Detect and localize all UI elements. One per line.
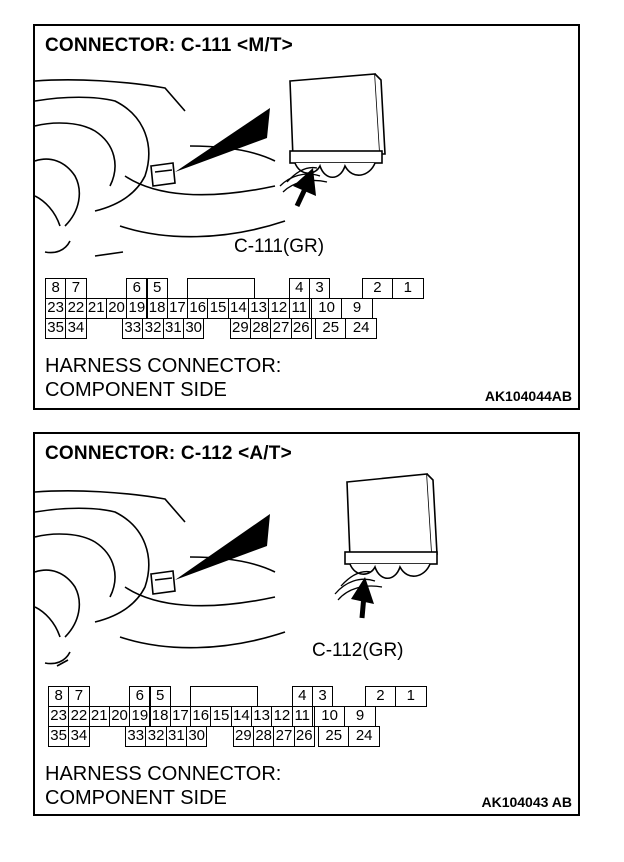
pin-19: 19: [126, 298, 148, 319]
pin-4: 4: [288, 278, 310, 299]
connector-panel-c111: CONNECTOR: C-111 <M/T>: [33, 24, 580, 410]
pin-8: 8: [45, 278, 67, 299]
pin-15: 15: [210, 706, 232, 727]
pin-26: 26: [290, 318, 312, 339]
pin-31: 31: [162, 318, 185, 339]
dashboard-illustration: [35, 473, 438, 667]
footer-line-2: COMPONENT SIDE: [45, 379, 227, 401]
pin-14: 14: [230, 706, 252, 727]
pin-27: 27: [273, 726, 295, 747]
pin-17: 17: [166, 298, 189, 319]
pin-9: 9: [344, 706, 376, 727]
pin-27: 27: [270, 318, 292, 339]
pin-30: 30: [183, 318, 205, 339]
connector-panel-c112: CONNECTOR: C-112 <A/T>: [33, 432, 580, 816]
pin-15: 15: [207, 298, 229, 319]
pin-16: 16: [190, 706, 212, 727]
footer-line-2: COMPONENT SIDE: [45, 787, 227, 809]
pin-33: 33: [125, 726, 147, 747]
pin-11: 11: [291, 706, 313, 727]
pin-6: 6: [129, 686, 151, 707]
pin-16: 16: [187, 298, 209, 319]
footer-line-1: HARNESS CONNECTOR:: [45, 763, 282, 785]
harness-footer: HARNESS CONNECTOR: COMPONENT SIDE: [45, 354, 281, 402]
pin-1: 1: [395, 686, 427, 707]
pin-3: 3: [308, 278, 331, 299]
pin-20: 20: [105, 298, 128, 319]
unused-cavity: [190, 686, 259, 707]
pin-17: 17: [169, 706, 192, 727]
pin-10: 10: [313, 706, 346, 727]
pin-23: 23: [45, 298, 67, 319]
pin-2: 2: [361, 278, 394, 299]
pin-25: 25: [317, 726, 350, 747]
pin-11: 11: [288, 298, 310, 319]
figure-code: AK104043 AB: [481, 794, 572, 810]
pin-31: 31: [165, 726, 188, 747]
pin-26: 26: [293, 726, 315, 747]
pin-1: 1: [392, 278, 424, 299]
pin-29: 29: [232, 726, 255, 747]
pin-28: 28: [253, 726, 275, 747]
figure-code: AK104044AB: [484, 388, 572, 404]
pin-19: 19: [129, 706, 151, 727]
pin-7: 7: [65, 278, 87, 299]
pin-18: 18: [146, 298, 168, 319]
pin-23: 23: [48, 706, 70, 727]
pin-18: 18: [149, 706, 171, 727]
pin-12: 12: [271, 706, 293, 727]
pin-2: 2: [364, 686, 397, 707]
pin-4: 4: [291, 686, 313, 707]
pin-30: 30: [186, 726, 208, 747]
pin-34: 34: [65, 318, 87, 339]
pin-32: 32: [142, 318, 164, 339]
pin-33: 33: [122, 318, 144, 339]
unused-cavity: [187, 278, 256, 299]
pin-20: 20: [108, 706, 131, 727]
dashboard-illustration: [35, 73, 386, 257]
pin-14: 14: [227, 298, 249, 319]
pin-12: 12: [268, 298, 290, 319]
pin-25: 25: [314, 318, 347, 339]
pin-24: 24: [345, 318, 377, 339]
pin-34: 34: [68, 726, 90, 747]
pin-6: 6: [126, 278, 148, 299]
pin-3: 3: [311, 686, 334, 707]
pin-7: 7: [68, 686, 90, 707]
pin-24: 24: [348, 726, 380, 747]
pin-13: 13: [251, 706, 273, 727]
connector-label: C-111(GR): [234, 236, 325, 257]
pin-22: 22: [65, 298, 87, 319]
pin-22: 22: [68, 706, 90, 727]
pin-10: 10: [310, 298, 343, 319]
pin-13: 13: [248, 298, 270, 319]
pin-8: 8: [48, 686, 70, 707]
pin-9: 9: [341, 298, 373, 319]
pin-35: 35: [48, 726, 70, 747]
pin-5: 5: [149, 686, 171, 707]
footer-line-1: HARNESS CONNECTOR:: [45, 355, 282, 377]
pin-5: 5: [146, 278, 168, 299]
connector-label: C-112(GR): [312, 640, 404, 661]
pin-29: 29: [229, 318, 252, 339]
pin-21: 21: [85, 298, 107, 319]
pin-28: 28: [250, 318, 272, 339]
panel-title: CONNECTOR: C-112 <A/T>: [45, 443, 292, 464]
pin-21: 21: [88, 706, 110, 727]
pin-32: 32: [145, 726, 167, 747]
panel-title: CONNECTOR: C-111 <M/T>: [45, 35, 293, 56]
harness-footer: HARNESS CONNECTOR: COMPONENT SIDE: [45, 762, 281, 810]
pin-35: 35: [45, 318, 67, 339]
